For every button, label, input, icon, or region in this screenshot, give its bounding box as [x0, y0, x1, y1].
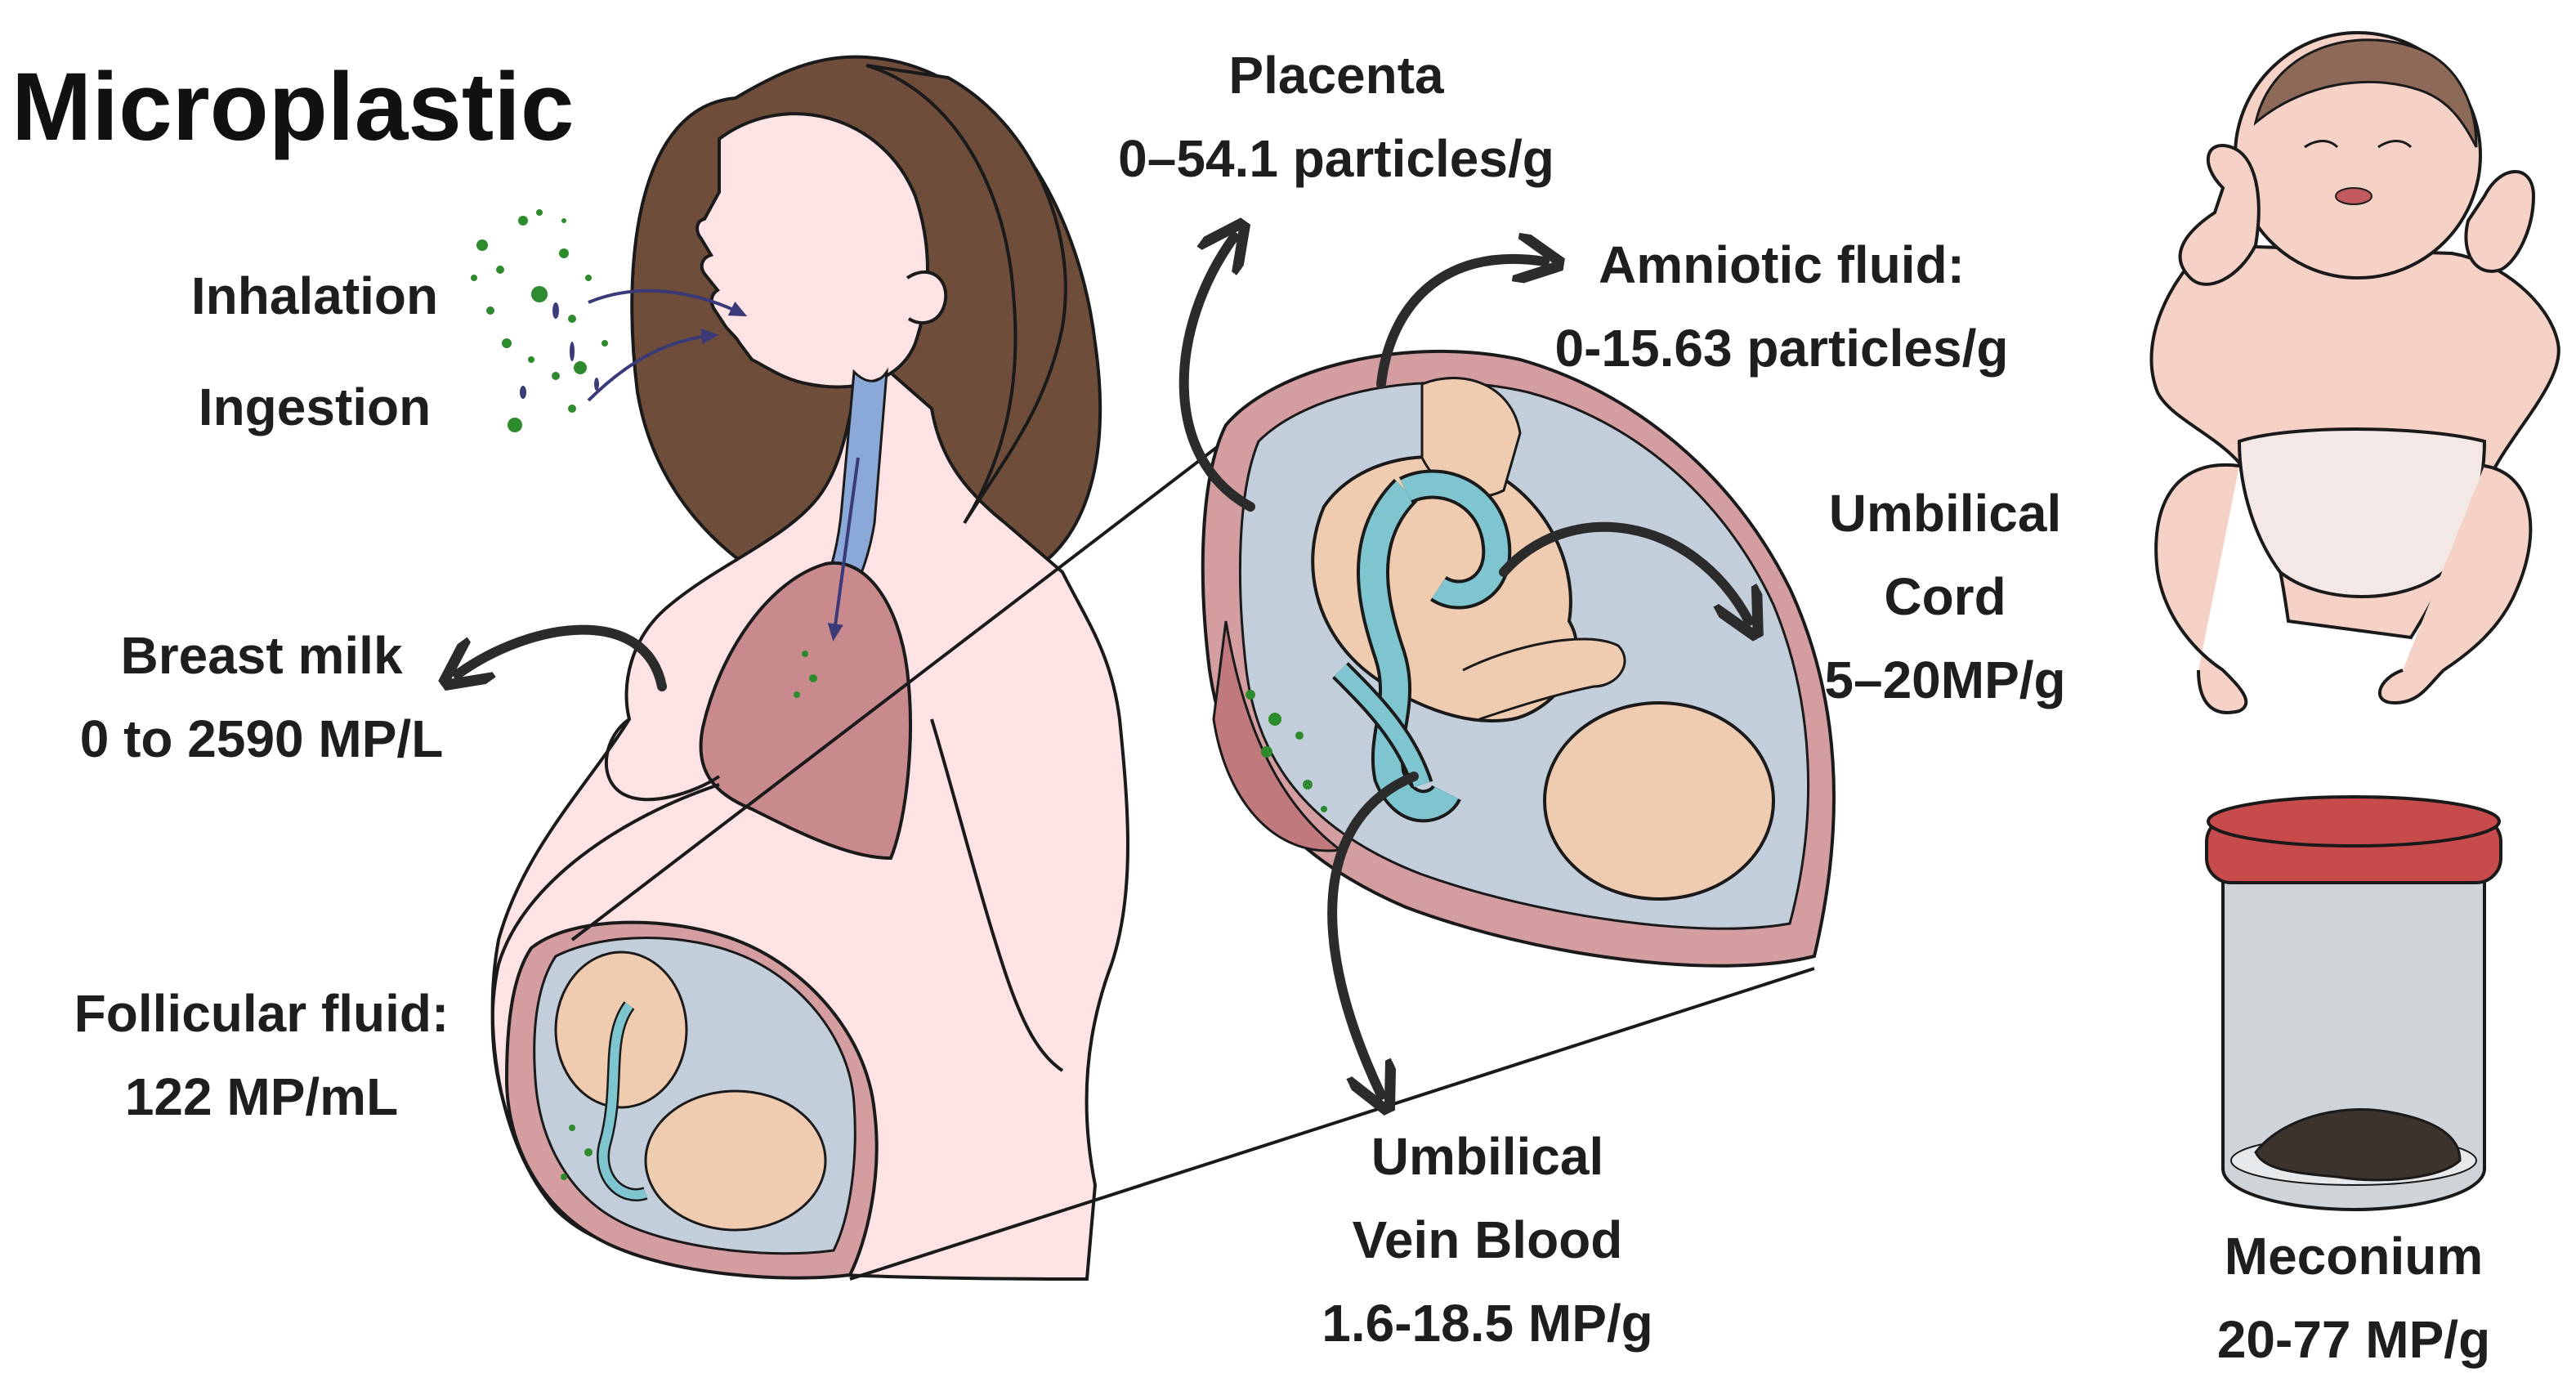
label-amniotic-fluid: Amniotic fluid: 0-15.63 particles/g: [1496, 239, 2068, 374]
umbilical-cord-value: 5–20MP/g: [1824, 651, 2066, 709]
inhalation-arrow: [588, 288, 748, 317]
page-title: Microplastic: [11, 53, 575, 161]
follicular-fluid-value: 122 MP/mL: [124, 1067, 399, 1126]
placenta-name: Placenta: [1228, 46, 1444, 105]
meconium-jar-icon: [2205, 795, 2502, 1212]
umbilical-vein-value: 1.6-18.5 MP/g: [1322, 1294, 1653, 1353]
label-meconium: Meconium 20-77 MP/g: [2100, 1230, 2576, 1366]
zoom-line-top: [570, 382, 1301, 941]
meconium-value: 20-77 MP/g: [2216, 1310, 2491, 1369]
label-umbilical-cord: Umbilical Cord 5–20MP/g: [1700, 487, 2190, 706]
meconium-name: Meconium: [2224, 1227, 2484, 1286]
uterus-fetus-icon: [1201, 349, 1836, 968]
follicular-fluid-name: Follicular fluid:: [74, 984, 449, 1043]
label-follicular-fluid: Follicular fluid: 122 MP/mL: [16, 987, 507, 1123]
trachea-arrow: [827, 457, 860, 642]
ingestion-arrow: [587, 328, 719, 402]
amniotic-fluid-name: Amniotic fluid:: [1599, 235, 1965, 294]
label-placenta: Placenta 0–54.1 particles/g: [1050, 49, 1622, 185]
zoom-line-bottom: [849, 967, 1815, 1281]
curved-arrow-icon: [458, 237, 1749, 1095]
umbilical-vein-name-1: Umbilical: [1371, 1127, 1604, 1186]
placenta-value: 0–54.1 particles/g: [1118, 129, 1554, 188]
label-umbilical-vein-blood: Umbilical Vein Blood 1.6-18.5 MP/g: [1242, 1130, 1733, 1349]
newborn-baby-icon: [2149, 31, 2560, 714]
woman-silhouette-icon: [490, 55, 1129, 1281]
umbilical-vein-name-2: Vein Blood: [1352, 1210, 1623, 1269]
label-inhalation: Inhalation: [190, 266, 439, 325]
label-breast-milk: Breast milk 0 to 2590 MP/L: [16, 629, 507, 765]
label-ingestion: Ingestion: [198, 378, 432, 436]
amniotic-fluid-value: 0-15.63 particles/g: [1554, 319, 2009, 378]
umbilical-cord-name-2: Cord: [1884, 567, 2006, 626]
breast-milk-value: 0 to 2590 MP/L: [79, 709, 444, 768]
breast-milk-name: Breast milk: [120, 626, 403, 685]
umbilical-cord-name-1: Umbilical: [1828, 484, 2062, 543]
